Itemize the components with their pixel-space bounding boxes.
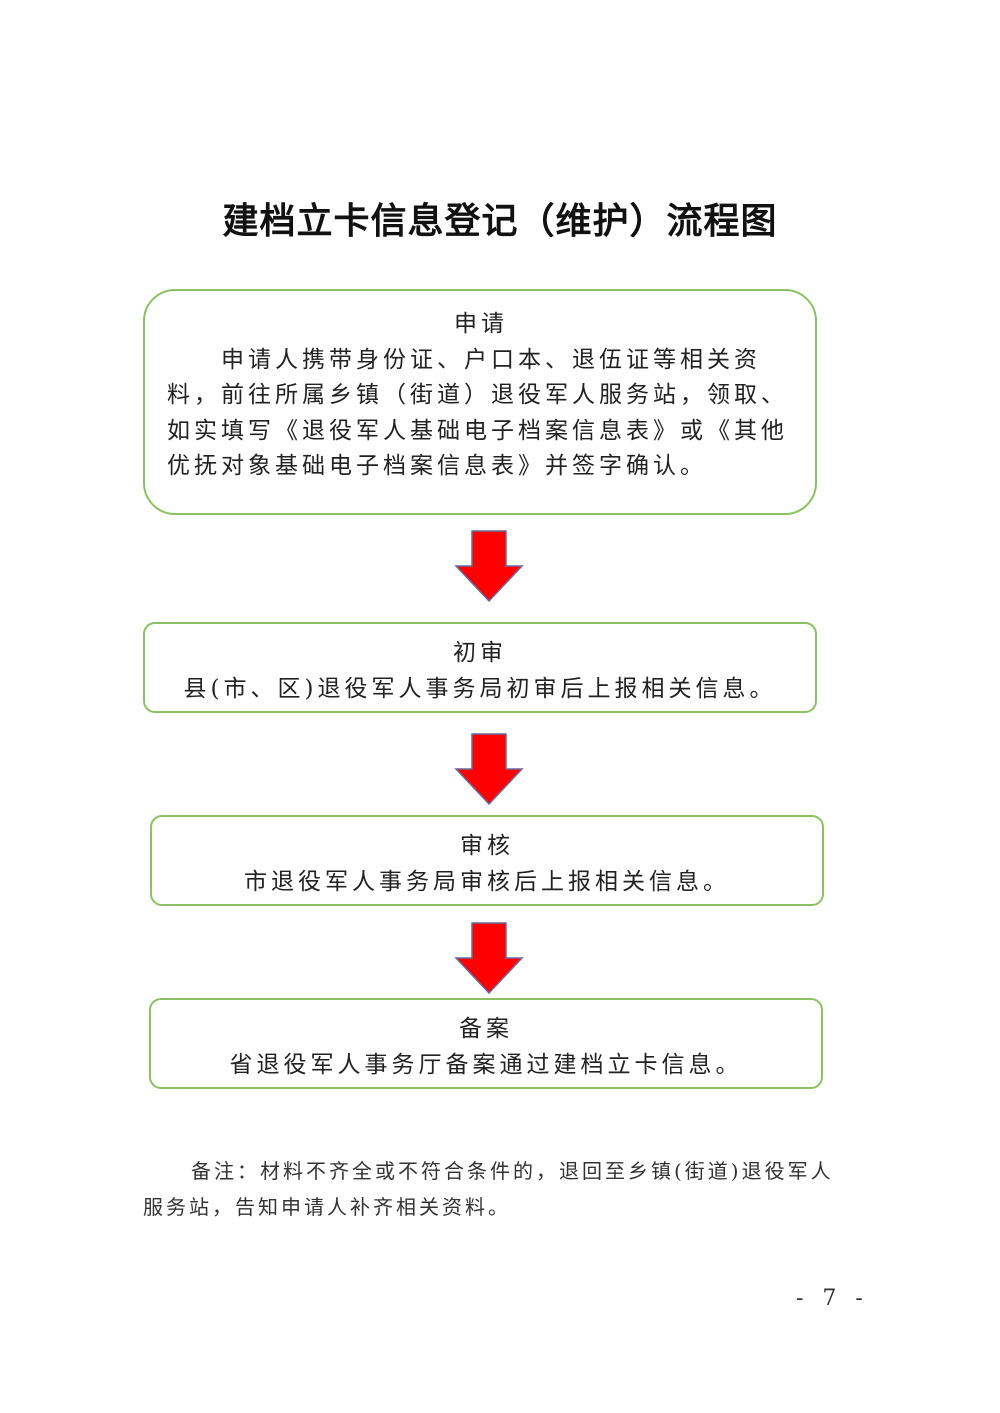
- step-audit-box: 审核 市退役军人事务局审核后上报相关信息。: [150, 815, 824, 906]
- down-arrow-icon: [454, 922, 524, 994]
- step-initial-review-box: 初审 县(市、区)退役军人事务局初审后上报相关信息。: [143, 622, 817, 713]
- step-text: 市退役军人事务局审核后上报相关信息。: [244, 868, 730, 895]
- step-heading: 申请: [454, 311, 508, 337]
- footnote: 备注：材料不齐全或不符合条件的，退回至乡镇(街道)退役军人服务站，告知申请人补齐…: [143, 1159, 834, 1219]
- page-title: 建档立卡信息登记（维护）流程图: [222, 200, 778, 242]
- step-text: 申请人携带身份证、户口本、退伍证等相关资料，前往所属乡镇（街道）退役军人服务站，…: [167, 346, 788, 480]
- step-heading: 初审: [453, 640, 507, 666]
- step-heading: 审核: [460, 833, 514, 859]
- step-heading: 备案: [459, 1016, 513, 1042]
- page-number: - 7 -: [796, 1286, 869, 1311]
- step-text: 省退役军人事务厅备案通过建档立卡信息。: [229, 1051, 743, 1078]
- step-apply-box: 申请 申请人携带身份证、户口本、退伍证等相关资料，前往所属乡镇（街道）退役军人服…: [143, 289, 817, 515]
- step-filing-box: 备案 省退役军人事务厅备案通过建档立卡信息。: [149, 998, 823, 1089]
- down-arrow-icon: [454, 530, 524, 602]
- step-text: 县(市、区)退役军人事务局初审后上报相关信息。: [183, 675, 777, 702]
- down-arrow-icon: [454, 733, 524, 805]
